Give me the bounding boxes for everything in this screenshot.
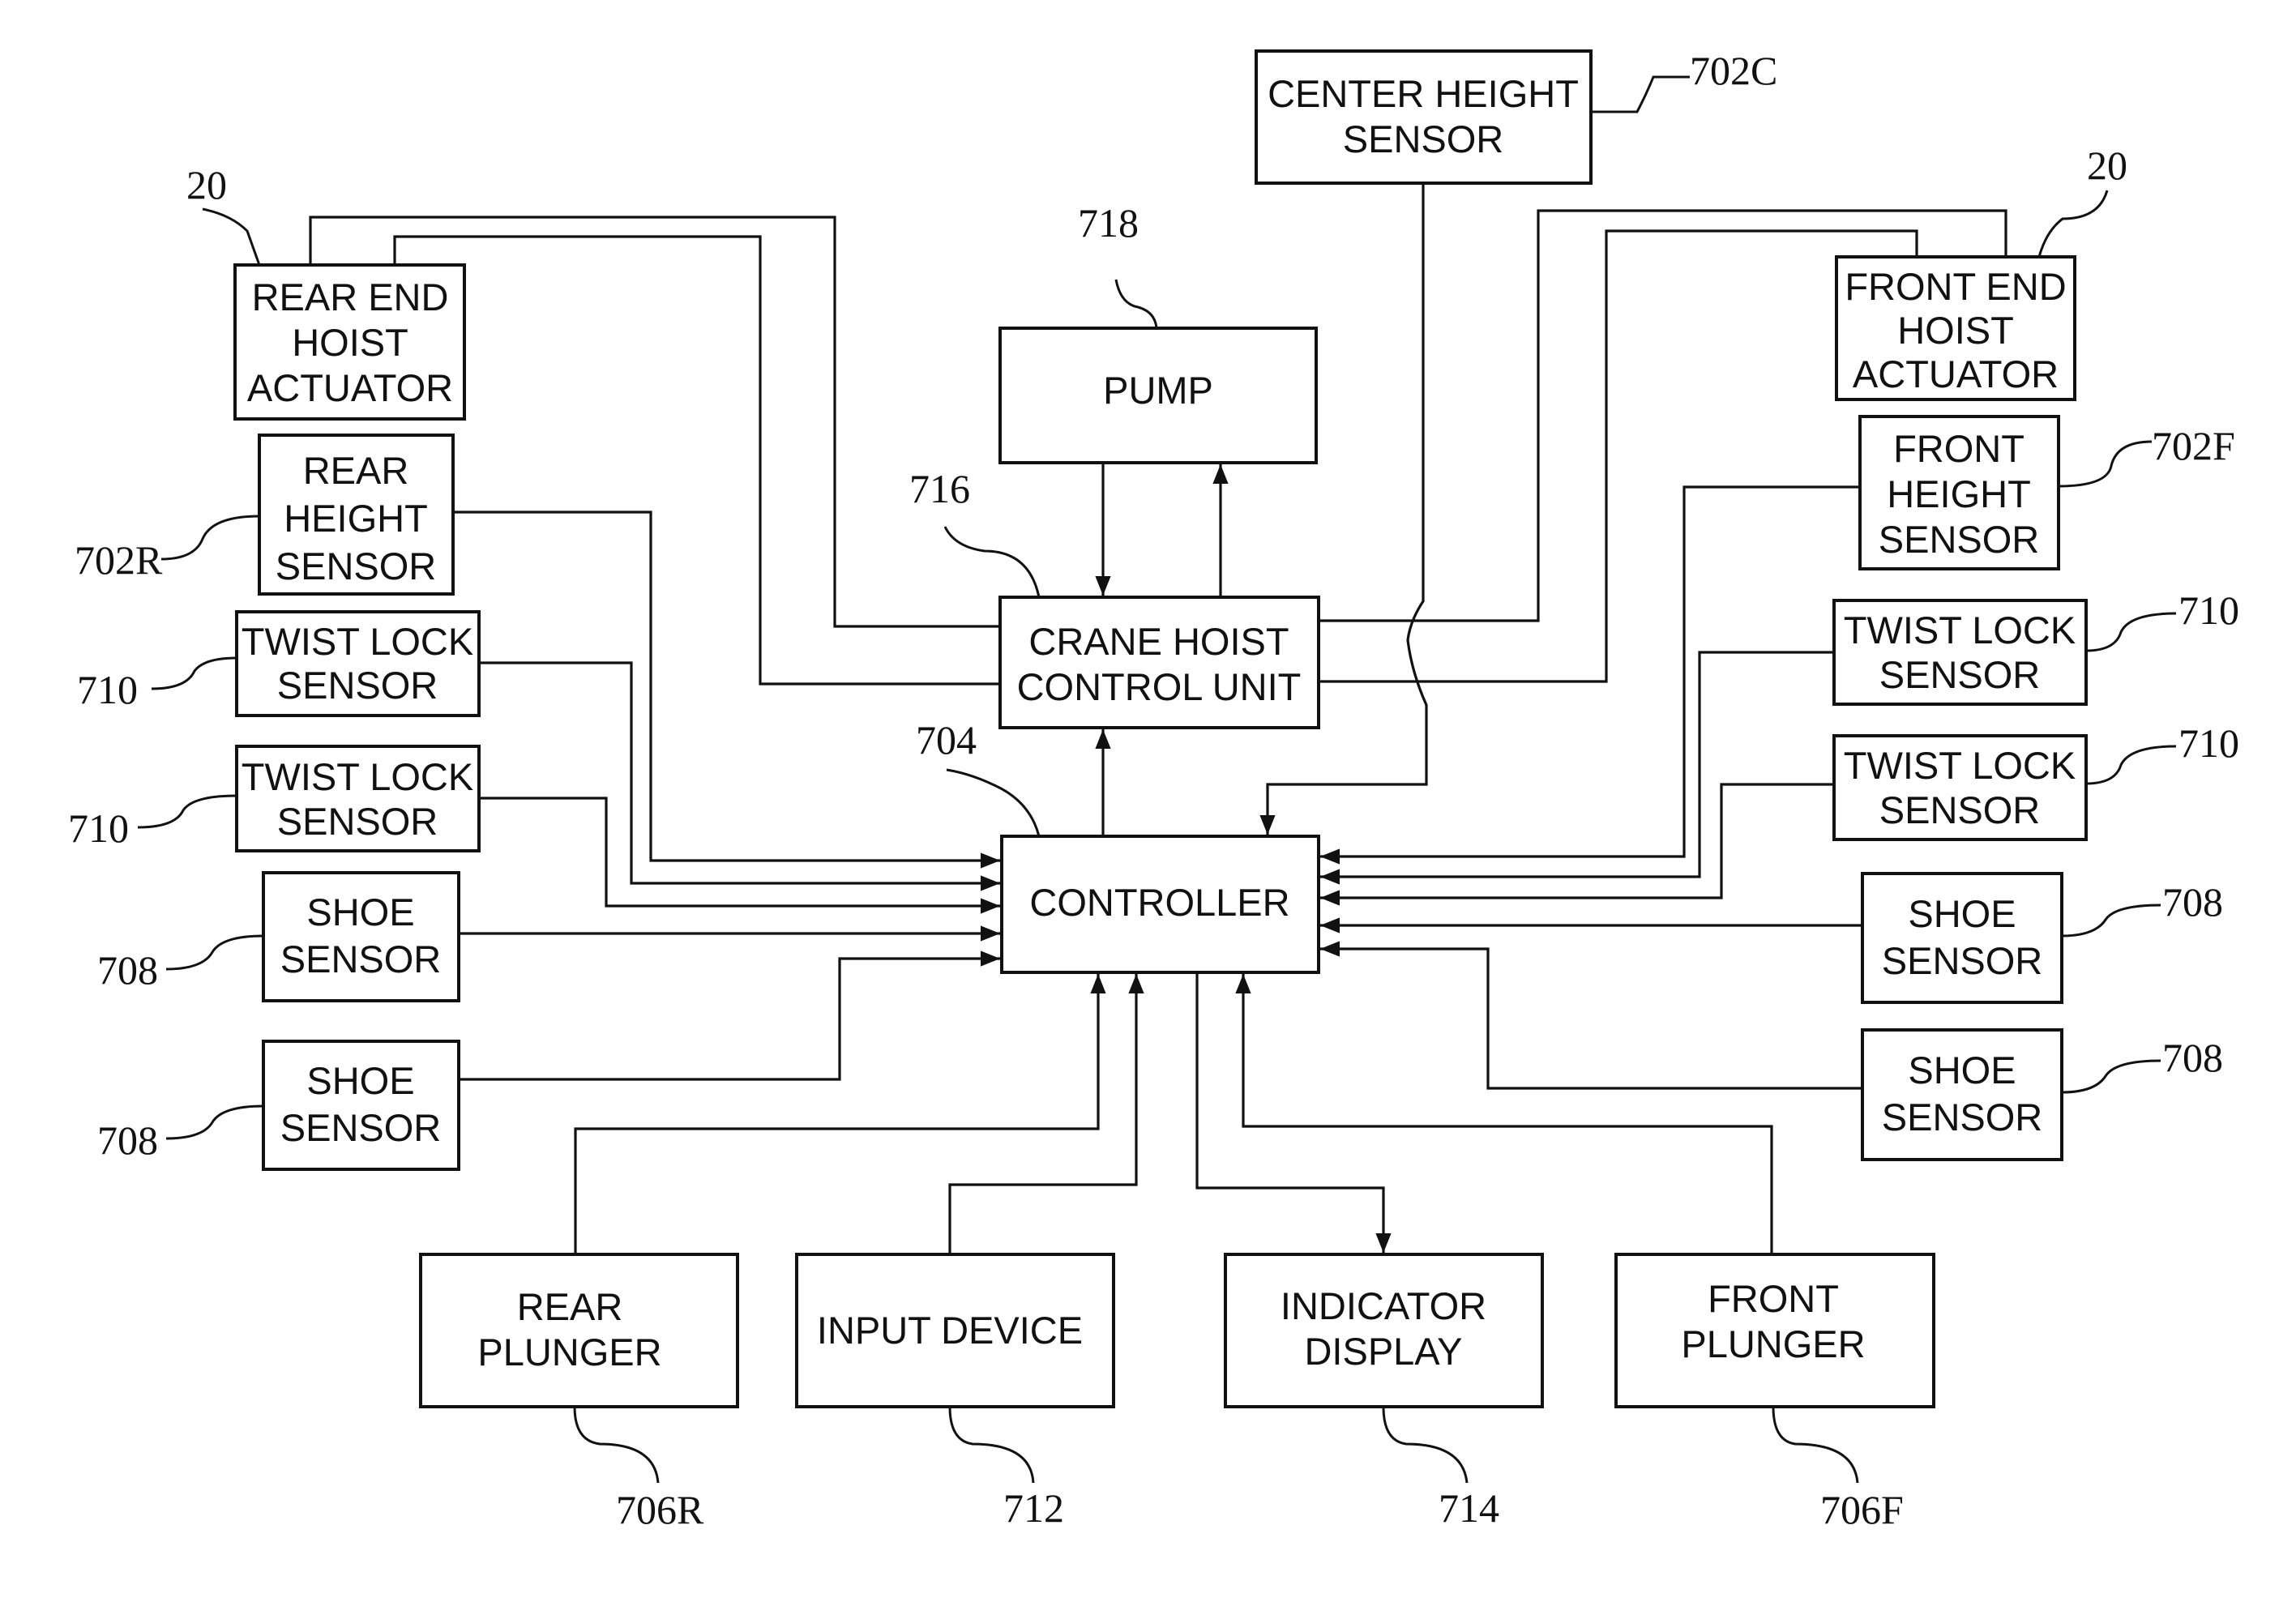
ref-702r: 702R xyxy=(75,537,163,583)
ref-710-left-1: 710 xyxy=(77,667,138,712)
ref-716: 716 xyxy=(909,466,970,511)
front-height-sensor-box: FRONTHEIGHTSENSOR xyxy=(1860,417,2059,569)
controller-box: CONTROLLER xyxy=(1002,836,1319,972)
ref-702c: 702C xyxy=(1690,48,1777,93)
svg-text:PUMP: PUMP xyxy=(1103,369,1213,412)
twist-lock-sensor-left-1-box: TWIST LOCKSENSOR xyxy=(237,612,479,716)
twist-lock-sensor-right-2-box: TWIST LOCKSENSOR xyxy=(1834,736,2086,839)
ref-706f: 706F xyxy=(1820,1487,1904,1532)
svg-text:INPUT DEVICE: INPUT DEVICE xyxy=(817,1309,1083,1352)
center-height-sensor-box: CENTER HEIGHTSENSOR xyxy=(1256,51,1591,183)
shoe-sensor-right-2-box: SHOESENSOR xyxy=(1862,1030,2062,1160)
ref-704: 704 xyxy=(916,717,977,763)
ref-718: 718 xyxy=(1078,200,1139,246)
rear-end-hoist-actuator-box: REAR ENDHOISTACTUATOR xyxy=(235,265,464,419)
shoe-sensor-left-2-box: SHOESENSOR xyxy=(263,1041,459,1169)
ref-702f: 702F xyxy=(2152,423,2235,468)
ref-708-left-1: 708 xyxy=(97,947,158,993)
input-device-box: INPUT DEVICE xyxy=(797,1254,1114,1407)
ref-708-right-1: 708 xyxy=(2162,879,2223,925)
twist-lock-sensor-right-1-box: TWIST LOCKSENSOR xyxy=(1834,600,2086,704)
ref-20-front: 20 xyxy=(2087,143,2127,188)
shoe-sensor-left-1-box: SHOESENSOR xyxy=(263,873,459,1001)
svg-text:FRONTHEIGHTSENSOR: FRONTHEIGHTSENSOR xyxy=(1879,427,2040,561)
ref-708-left-2: 708 xyxy=(97,1117,158,1163)
twist-lock-sensor-left-2-box: TWIST LOCKSENSOR xyxy=(237,746,479,851)
rear-plunger-box: REARPLUNGER xyxy=(421,1254,738,1407)
ref-706r: 706R xyxy=(616,1487,704,1532)
shoe-sensor-right-1-box: SHOESENSOR xyxy=(1862,874,2062,1002)
indicator-display-box: INDICATORDISPLAY xyxy=(1225,1254,1542,1407)
ref-712: 712 xyxy=(1003,1485,1064,1531)
pump-box: PUMP xyxy=(1000,328,1316,463)
ref-710-right-2: 710 xyxy=(2178,720,2239,766)
front-plunger-box: FRONTPLUNGER xyxy=(1616,1254,1934,1407)
ref-710-left-2: 710 xyxy=(68,805,129,851)
ref-708-right-2: 708 xyxy=(2162,1035,2223,1080)
rear-height-sensor-box: REARHEIGHTSENSOR xyxy=(259,435,453,594)
front-end-hoist-actuator-box: FRONT ENDHOISTACTUATOR xyxy=(1836,257,2075,399)
svg-text:CONTROLLER: CONTROLLER xyxy=(1029,881,1289,924)
ref-710-right-1: 710 xyxy=(2178,587,2239,633)
ref-714: 714 xyxy=(1439,1485,1499,1531)
ref-20-rear: 20 xyxy=(186,162,227,207)
crane-hoist-control-unit-box: CRANE HOISTCONTROL UNIT xyxy=(1000,597,1319,728)
